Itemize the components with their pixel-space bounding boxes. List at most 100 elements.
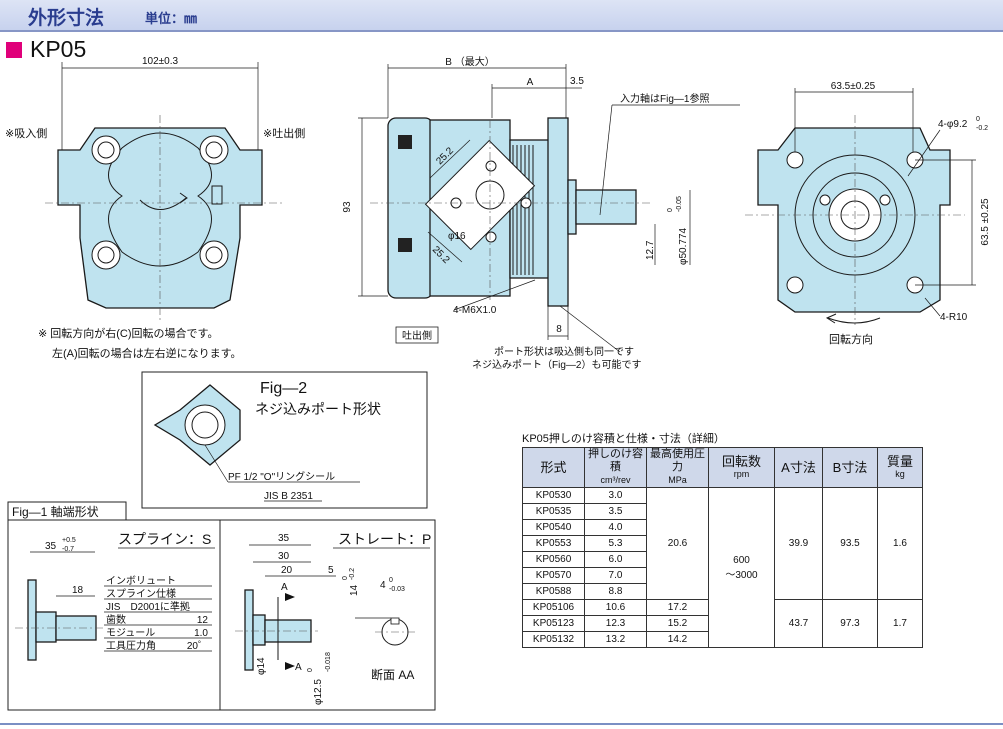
cell-displacement: 12.3 — [584, 615, 647, 632]
rotation-note-1: ※ 回転方向が右(C)回転の場合です。 — [38, 326, 218, 340]
shaft-callout: 入力軸はFig―1参照 — [620, 92, 709, 105]
col-displacement-unit: cm³/rev — [600, 475, 631, 485]
dim-r10: 4-R10 — [940, 312, 968, 323]
col-speed-unit: rpm — [733, 468, 750, 479]
dim-102: 102±0.3 — [142, 56, 179, 67]
cell-speed: 600～3000 — [708, 487, 775, 648]
straight-dim-5: 5 — [328, 565, 334, 576]
spline-spec-label: 工具圧力角 — [106, 639, 156, 652]
spline-dim-18: 18 — [72, 585, 84, 596]
table-row: KP0530 3.0 20.6 600～3000 39.9 93.5 1.6 — [522, 487, 923, 648]
col-b: B寸法 — [822, 447, 878, 488]
straight-dim-phi14: φ14 — [256, 657, 267, 675]
spec-table-title: KP05押しのけ容積と仕様・寸法（詳細） — [522, 433, 725, 445]
col-mass-unit: kg — [895, 468, 905, 479]
cell-displacement: 3.0 — [584, 487, 647, 504]
page-title: 外形寸法 — [28, 8, 105, 29]
cell-model: KP0540 — [522, 519, 585, 536]
cell-displacement: 6.0 — [584, 551, 647, 568]
section-mark-a-top: A — [281, 582, 288, 593]
cell-speed-line1: 600 — [733, 554, 750, 566]
col-model: 形式 — [522, 447, 585, 488]
cell-pressure: 17.2 — [646, 599, 709, 616]
outlet-label: ※吐出側 — [263, 126, 305, 140]
screw-label: 4-M6X1.0 — [453, 305, 497, 316]
cell-displacement: 13.2 — [584, 631, 647, 648]
straight-dim-14: 14 — [349, 584, 360, 596]
dim-holes-tol-bot: -0.2 — [976, 125, 988, 132]
spline-spec-label: インボリュート — [106, 575, 176, 587]
col-mass-label: 質量 — [886, 453, 913, 469]
dim-63-5-h: 63.5 ±0.25 — [980, 198, 991, 246]
unit-label: 単位：㎜ — [145, 11, 198, 26]
fig1-title: Fig―1 軸端形状 — [12, 505, 99, 519]
side-view: B （最大） A 3.5 93 25.2 25.2 φ16 12.7 φ50.7… — [342, 55, 740, 371]
cell-b-group1: 93.5 — [822, 487, 878, 600]
col-displacement: 押しのけ容積 cm³/rev — [584, 447, 647, 488]
front-view: 102±0.3 ※吸入側 ※吐出側 ※ 回転方向が右(C)回転の場合です。 左(… — [5, 56, 305, 360]
spline-dim-35-tol-top: +0.5 — [62, 537, 76, 544]
cell-model: KP05106 — [522, 599, 585, 616]
straight-dim-phi12-5-tol-bot: -0.018 — [325, 652, 332, 672]
cell-model: KP05123 — [522, 615, 585, 632]
col-pressure-unit: MPa — [668, 475, 687, 485]
cell-mass-group2: 1.7 — [877, 599, 923, 648]
cell-pressure: 14.2 — [646, 631, 709, 648]
col-displacement-label: 押しのけ容積 — [588, 448, 643, 473]
section-label: 断面 AA — [371, 667, 414, 682]
table-row: KP05106 10.6 17.2 43.7 97.3 1.7 — [522, 599, 923, 648]
dim-phi50-774: φ50.774 — [678, 227, 689, 265]
rotation-label: 回転方向 — [829, 332, 873, 346]
col-speed-label: 回転数 — [721, 453, 761, 469]
cell-model: KP05132 — [522, 631, 585, 648]
straight-dim-35: 35 — [278, 533, 290, 544]
straight-dim-phi12-5-tol-top: 0 — [307, 668, 314, 672]
port-note-2: ネジ込みポート（Fig―2）も可能です — [472, 358, 641, 371]
cell-model: KP0535 — [522, 503, 585, 520]
cell-pressure-group1: 20.6 — [646, 487, 709, 600]
spline-spec-label: JIS D2001に準拠 — [106, 600, 190, 613]
model-title: KP05 — [30, 36, 87, 62]
dim-3-5: 3.5 — [570, 76, 584, 87]
fig2-threaded-port: Fig―2 ネジ込みポート形状 PF 1/2 "O"リングシール JIS B 2… — [141, 371, 428, 509]
spline-spec-value: 1.0 — [194, 628, 208, 639]
dim-93: 93 — [342, 201, 353, 213]
spline-spec-value: 12 — [197, 615, 209, 626]
fig2-title: Fig―2 — [260, 380, 307, 397]
rotation-note-2: 左(A)回転の場合は左右逆になります。 — [52, 346, 242, 360]
rear-view: 63.5±0.25 4-φ9.2 0 -0.2 63.5 ±0.25 4-R10… — [745, 81, 991, 346]
cell-displacement: 7.0 — [584, 567, 647, 584]
dim-phi16: φ16 — [448, 231, 466, 242]
straight-dim-30: 30 — [278, 551, 290, 562]
cell-displacement: 5.3 — [584, 535, 647, 552]
dim-holes-tol-top: 0 — [976, 116, 980, 123]
straight-dim-4: 4 — [380, 580, 386, 591]
cell-model: KP0530 — [522, 487, 585, 504]
cell-model: KP0570 — [522, 567, 585, 584]
spline-spec-value: 20゜ — [187, 640, 208, 652]
straight-dim-14-tol-bot: -0.2 — [349, 568, 356, 580]
cell-displacement: 10.6 — [584, 599, 647, 616]
port-note-1: ポート形状は吸込側も同一です — [494, 345, 634, 358]
col-a: A寸法 — [774, 447, 823, 488]
fig1-shaft-ends: Fig―1 軸端形状 スプライン：S 35 +0.5 -0.7 18 インボリュ… — [7, 501, 436, 711]
straight-dim-14-tol-top: 0 — [342, 576, 349, 580]
spline-spec-label: 歯数 — [106, 613, 126, 626]
cell-model: KP0553 — [522, 535, 585, 552]
spline-spec-label: モジュール — [106, 628, 155, 639]
fig2-standard: JIS B 2351 — [264, 491, 313, 502]
model-marker — [6, 42, 22, 58]
outlet-tag: 吐出側 — [402, 329, 432, 342]
dim-63-5-w: 63.5±0.25 — [831, 81, 876, 92]
cell-pressure: 15.2 — [646, 615, 709, 632]
straight-dim-20: 20 — [281, 565, 293, 576]
cell-b-group2: 97.3 — [822, 599, 878, 648]
section-mark-a-bottom: A — [295, 662, 302, 673]
